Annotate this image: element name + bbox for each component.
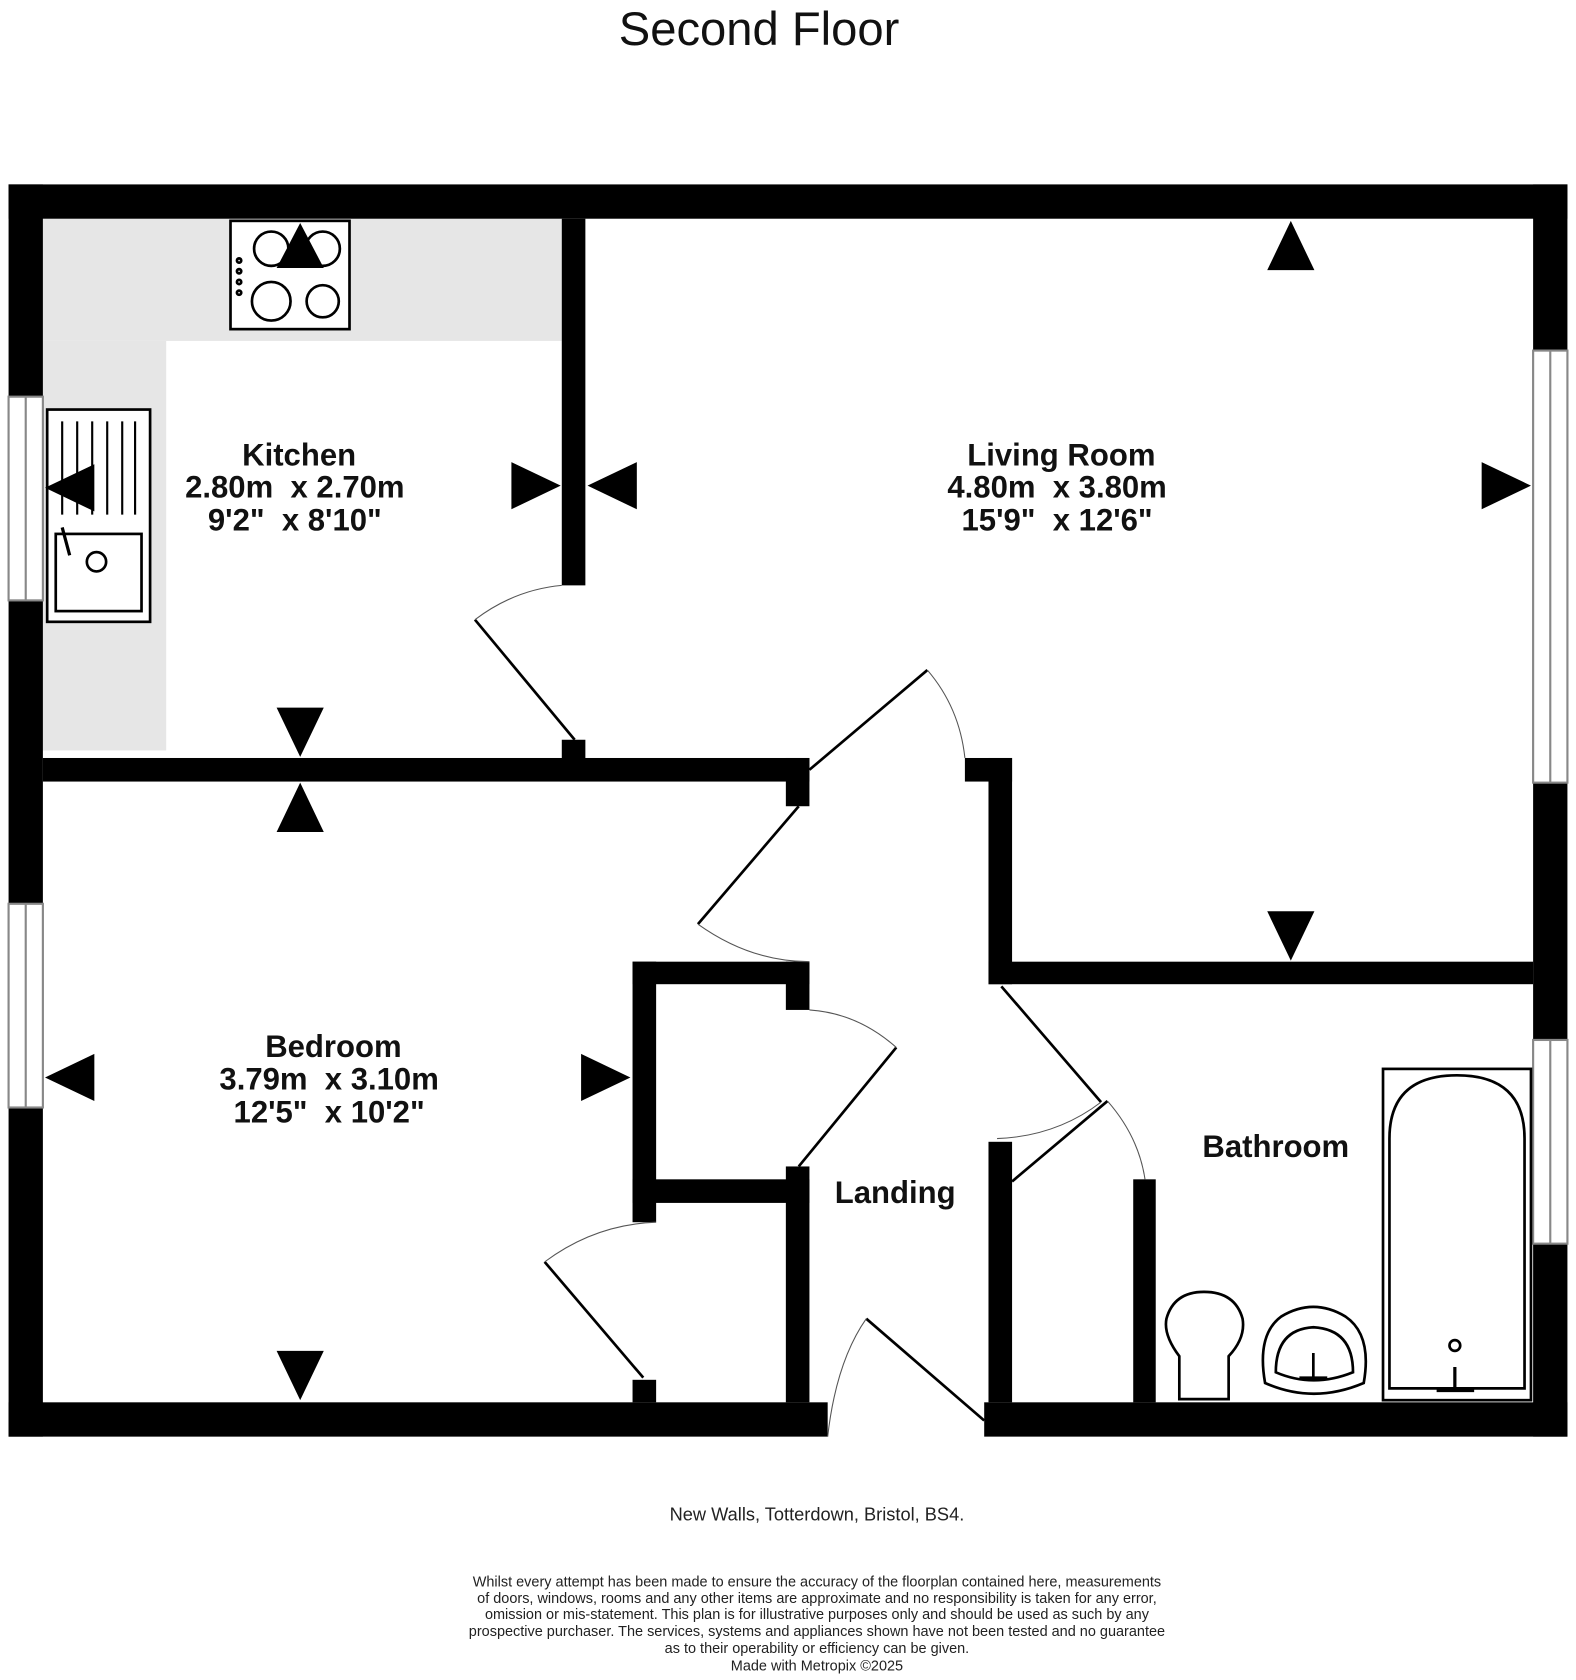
bathroom-label: Bathroom bbox=[1202, 1129, 1349, 1164]
landing-label: Landing bbox=[835, 1175, 956, 1210]
kitchen-label: Kitchen bbox=[242, 437, 356, 472]
credit: Made with Metropix ©2025 bbox=[731, 1658, 903, 1674]
kitchen-sink bbox=[45, 408, 152, 624]
disclaimer-line: as to their operability or efficiency ca… bbox=[665, 1641, 970, 1657]
living-room-imperial: 15'9" x 12'6" bbox=[962, 503, 1153, 538]
kitchen-imperial: 9'2" x 8'10" bbox=[208, 503, 382, 538]
hob bbox=[229, 219, 351, 331]
living-room-metric: 4.80m x 3.80m bbox=[947, 469, 1166, 504]
dimension-arrows bbox=[45, 220, 1531, 1401]
basin bbox=[1261, 1305, 1368, 1395]
disclaimer-line: of doors, windows, rooms and any other i… bbox=[477, 1591, 1157, 1607]
bedroom-label: Bedroom bbox=[265, 1029, 401, 1064]
doors bbox=[473, 584, 1146, 1437]
living-room-label: Living Room bbox=[967, 437, 1155, 472]
bath bbox=[1381, 1067, 1533, 1402]
floor-title: Second Floor bbox=[619, 2, 899, 55]
disclaimer-line: Whilst every attempt has been made to en… bbox=[473, 1575, 1161, 1591]
walls bbox=[8, 184, 1568, 1437]
toilet bbox=[1164, 1290, 1245, 1401]
disclaimer-line: omission or mis-statement. This plan is … bbox=[485, 1607, 1150, 1623]
bedroom-metric: 3.79m x 3.10m bbox=[219, 1061, 438, 1096]
address: New Walls, Totterdown, Bristol, BS4. bbox=[670, 1504, 965, 1524]
disclaimer-line: prospective purchaser. The services, sys… bbox=[469, 1624, 1165, 1640]
kitchen-metric: 2.80m x 2.70m bbox=[185, 469, 404, 504]
windows bbox=[7, 349, 1569, 1245]
bedroom-imperial: 12'5" x 10'2" bbox=[234, 1095, 425, 1130]
